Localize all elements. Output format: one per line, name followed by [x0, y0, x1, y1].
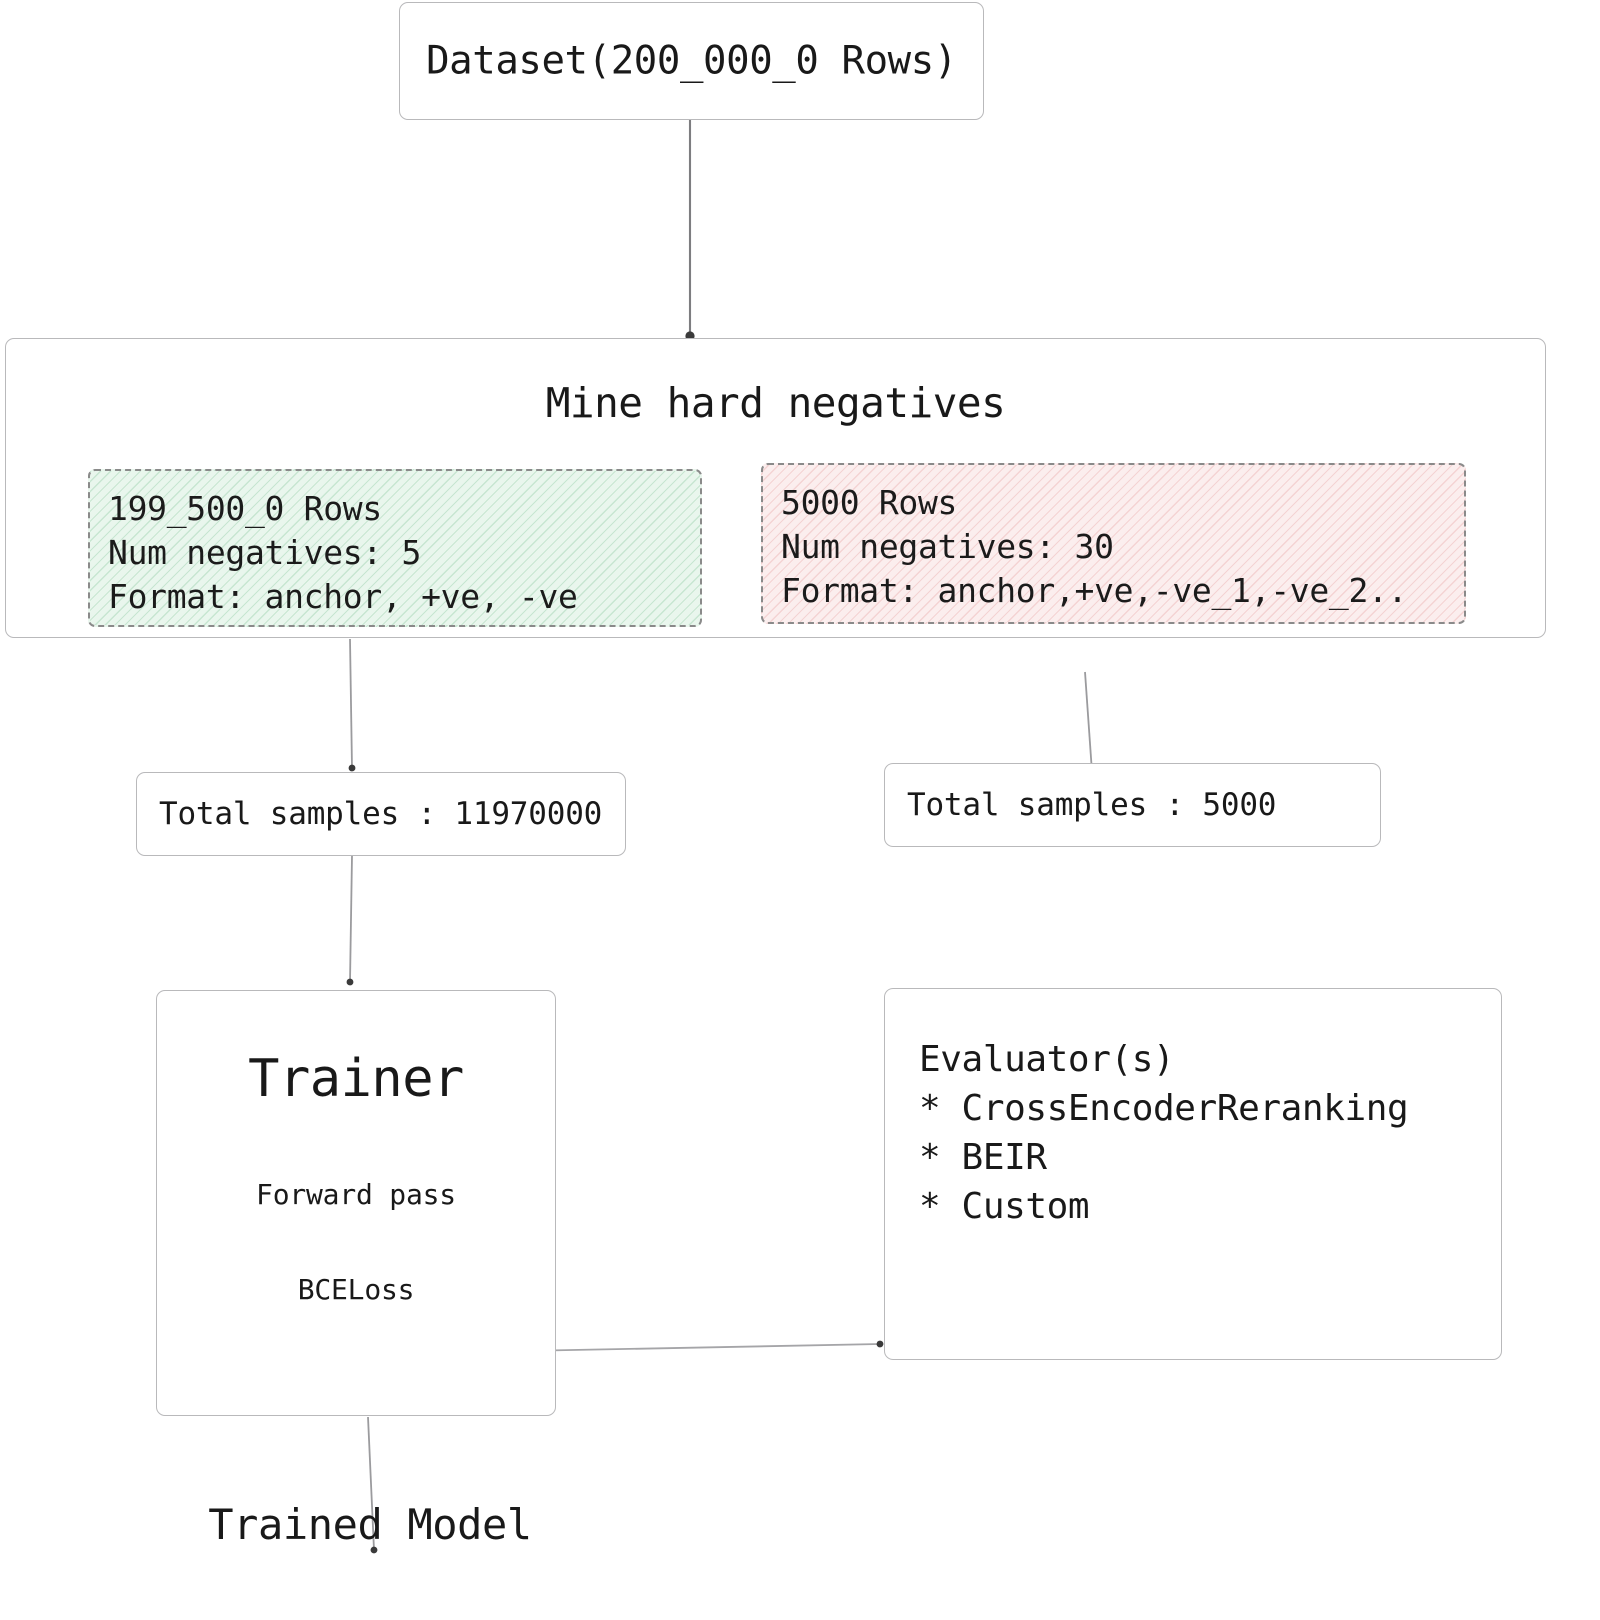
- wire-green-to-samples-left: [348, 638, 356, 772]
- trainer-node[interactable]: Trainer Forward pass BCELoss: [156, 990, 556, 1416]
- trained-model-label: Trained Model: [208, 1500, 532, 1549]
- evaluator-node[interactable]: Evaluator(s) * CrossEncoderReranking * B…: [884, 988, 1502, 1360]
- eval-split-box[interactable]: 5000 Rows Num negatives: 30 Format: anch…: [761, 463, 1466, 624]
- mine-hard-negatives-title: Mine hard negatives: [545, 379, 1006, 427]
- train-split-text: 199_500_0 Rows Num negatives: 5 Format: …: [108, 489, 578, 616]
- wire-samples-to-trainer: [346, 855, 354, 986]
- wire-pink-to-samples-right: [1084, 671, 1096, 776]
- total-samples-train-node[interactable]: Total samples : 11970000: [136, 772, 626, 856]
- evaluator-text: Evaluator(s) * CrossEncoderReranking * B…: [919, 1039, 1409, 1227]
- trainer-title: Trainer: [248, 1049, 464, 1109]
- total-samples-eval-node[interactable]: Total samples : 5000: [884, 763, 1381, 847]
- dataset-node[interactable]: Dataset(200_000_0 Rows): [399, 2, 984, 120]
- dataset-label: Dataset(200_000_0 Rows): [426, 38, 957, 84]
- mine-hard-negatives-node[interactable]: Mine hard negatives 199_500_0 Rows Num n…: [5, 338, 1546, 638]
- forward-pass-label: Forward pass: [256, 1178, 456, 1211]
- total-samples-train-label: Total samples : 11970000: [159, 796, 603, 832]
- bceloss-label: BCELoss: [297, 1273, 415, 1306]
- total-samples-eval-label: Total samples : 5000: [907, 787, 1277, 823]
- eval-split-text: 5000 Rows Num negatives: 30 Format: anch…: [781, 483, 1408, 610]
- train-split-box[interactable]: 199_500_0 Rows Num negatives: 5 Format: …: [88, 469, 702, 627]
